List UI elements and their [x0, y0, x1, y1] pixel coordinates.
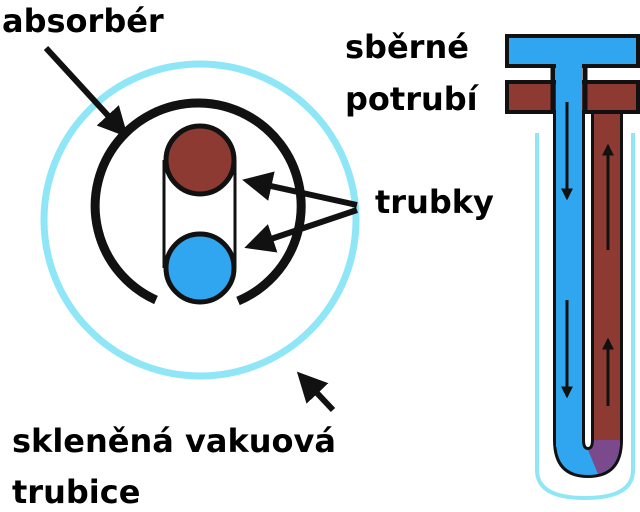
u-bend-mix [588, 440, 620, 474]
cold-manifold-pipe [505, 34, 640, 68]
tubes-arrow-lower [244, 207, 358, 253]
cold-tube-circle [163, 231, 237, 305]
glass-tube-outline [535, 133, 635, 501]
tubes-arrow-upper [242, 171, 358, 208]
cold-riser [556, 64, 582, 114]
absorber-arc [90, 98, 306, 306]
tubes-label: trubky [375, 183, 494, 221]
absorber-arrow [43, 45, 129, 138]
manifold-label-line2: potrubí [345, 80, 480, 118]
glass-arrow [296, 371, 336, 413]
glass-tube-label-line2: trubice [12, 473, 140, 511]
glass-tube-label-line1: skleněná vakuová [12, 422, 336, 460]
hot-tube-circle [163, 123, 237, 197]
absorber-label: absorbér [2, 2, 164, 40]
glass-tube-ring [40, 60, 360, 380]
cold-pipe-descending [556, 95, 582, 447]
manifold-label-line1: sběrné [345, 28, 469, 66]
